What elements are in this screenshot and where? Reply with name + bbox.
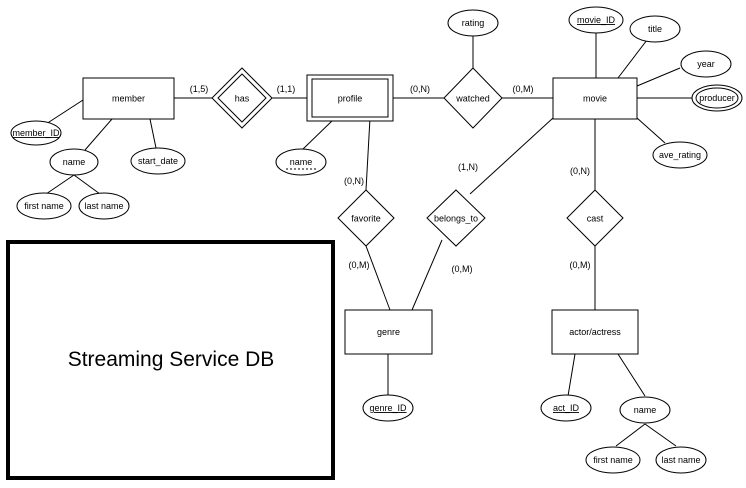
attribute-actor-name[interactable]: name	[619, 396, 671, 424]
cardinality-movie-cast: (0,N)	[570, 166, 590, 176]
attribute-act-id-label: act_ID	[553, 403, 580, 413]
title-box: Streaming Service DB	[6, 240, 335, 480]
entity-genre[interactable]: genre	[344, 309, 433, 355]
attribute-producer-label: producer	[699, 93, 735, 103]
edge-member-memberid	[45, 99, 84, 125]
cardinality-movie-belongs: (1,N)	[458, 162, 478, 172]
relationship-has[interactable]: has	[211, 67, 273, 129]
relationship-cast[interactable]: cast	[566, 189, 624, 247]
attribute-member-last-name-label: last name	[84, 201, 123, 211]
relationship-belongs-to[interactable]: belongs_to	[426, 189, 486, 247]
relationship-has-label: has	[235, 94, 250, 104]
attribute-producer[interactable]: producer	[691, 84, 743, 112]
attribute-ave-rating-label: ave_rating	[659, 150, 701, 160]
attribute-actor-first-name-label: first name	[593, 455, 633, 465]
edge-favorite-genre	[365, 245, 391, 311]
attribute-member-last-name[interactable]: last name	[78, 192, 130, 220]
attribute-genre-id-label: genre_ID	[369, 403, 407, 413]
attribute-year[interactable]: year	[680, 50, 732, 78]
relationship-watched-label: watched	[455, 94, 490, 104]
edge-actor-name	[617, 353, 646, 397]
attribute-genre-id[interactable]: genre_ID	[362, 394, 414, 422]
relationship-cast-label: cast	[587, 214, 604, 224]
cardinality-movie-watched: (0,M)	[513, 84, 534, 94]
attribute-ave-rating[interactable]: ave_rating	[652, 141, 708, 169]
attribute-actor-name-label: name	[634, 405, 657, 415]
entity-member[interactable]: member	[82, 77, 175, 120]
edge-actorname-last	[644, 423, 677, 447]
edge-belongs-genre	[411, 239, 443, 311]
entity-member-label: member	[112, 94, 145, 104]
edge-member-startdate	[149, 118, 157, 149]
attribute-member-name-label: name	[63, 157, 86, 167]
cardinality-genre-favorite: (0,M)	[349, 260, 370, 270]
attribute-member-id-label: member_ID	[12, 128, 60, 138]
attribute-actor-first-name[interactable]: first name	[585, 446, 641, 474]
entity-profile[interactable]: profile	[306, 74, 394, 122]
attribute-rating[interactable]: rating	[447, 9, 499, 37]
edge-profile-name	[301, 118, 335, 151]
attribute-profile-name[interactable]: name	[275, 148, 327, 176]
attribute-member-name[interactable]: name	[49, 148, 99, 176]
attribute-profile-name-label: name	[290, 157, 313, 167]
attribute-year-label: year	[697, 59, 715, 69]
relationship-favorite[interactable]: favorite	[337, 189, 395, 247]
entity-movie[interactable]: movie	[552, 77, 638, 120]
attribute-rating-label: rating	[462, 18, 485, 28]
attribute-actor-last-name[interactable]: last name	[655, 446, 707, 474]
attribute-title[interactable]: title	[629, 15, 681, 43]
relationship-watched[interactable]: watched	[443, 67, 503, 129]
cardinality-actor-cast: (0,M)	[570, 260, 591, 270]
entity-actor[interactable]: actor/actress	[551, 309, 639, 355]
attribute-member-first-name[interactable]: first name	[16, 192, 72, 220]
attribute-start-date-label: start_date	[138, 156, 178, 166]
attribute-member-first-name-label: first name	[24, 201, 64, 211]
cardinality-member-has: (1,5)	[190, 84, 209, 94]
edge-movie-averating	[636, 117, 666, 144]
entity-genre-label: genre	[377, 327, 400, 337]
attribute-movie-id-label: movie_ID	[577, 15, 616, 25]
attribute-act-id[interactable]: act_ID	[540, 394, 592, 422]
attribute-title-label: title	[648, 24, 662, 34]
relationship-belongs-to-label: belongs_to	[434, 214, 478, 224]
edge-name-firstname	[45, 174, 75, 195]
cardinalities: (1,5) (1,1) (0,N) (0,M) (0,N) (0,M) (1,N…	[190, 84, 591, 274]
connectors	[45, 32, 694, 447]
diagram-title: Streaming Service DB	[68, 348, 275, 371]
edge-member-name	[84, 118, 113, 151]
entity-movie-label: movie	[583, 94, 607, 104]
entity-actor-label: actor/actress	[569, 327, 621, 337]
cardinality-profile-has: (1,1)	[277, 84, 296, 94]
attribute-movie-id[interactable]: movie_ID	[568, 6, 624, 34]
edge-movie-title	[617, 39, 648, 79]
cardinality-profile-watched: (0,N)	[410, 84, 430, 94]
entity-profile-label: profile	[338, 94, 363, 104]
attribute-member-id[interactable]: member_ID	[10, 120, 62, 146]
edge-actorname-first	[615, 423, 646, 447]
relationship-favorite-label: favorite	[351, 214, 381, 224]
edge-movie-belongs	[469, 117, 554, 195]
cardinality-genre-belongs: (0,M)	[452, 264, 473, 274]
edge-movie-year	[636, 67, 681, 87]
edge-profile-favorite	[365, 117, 371, 191]
edge-name-lastname	[73, 174, 101, 195]
attribute-start-date[interactable]: start_date	[130, 147, 186, 175]
edge-actor-actid	[567, 353, 576, 397]
attribute-actor-last-name-label: last name	[661, 455, 700, 465]
cardinality-profile-favorite: (0,N)	[344, 176, 364, 186]
